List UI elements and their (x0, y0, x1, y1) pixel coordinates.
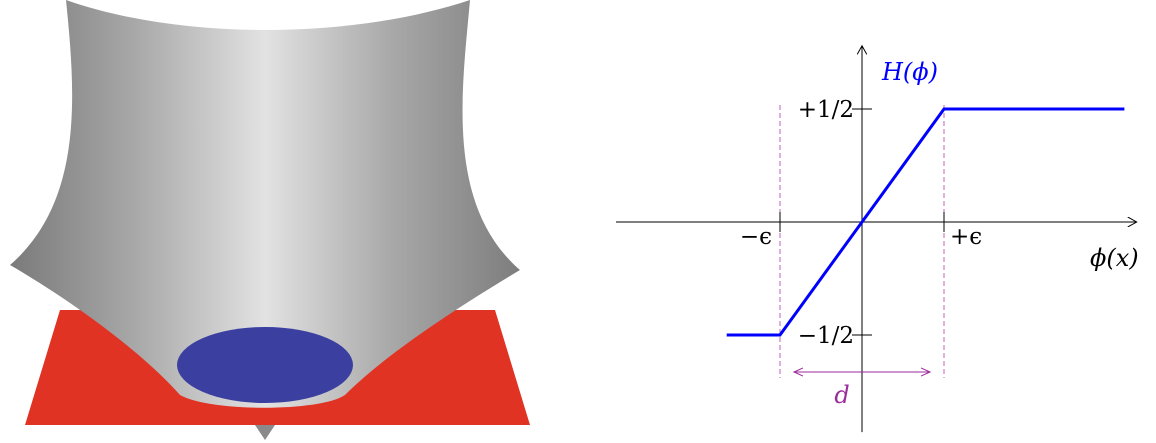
x-tick-label-minus-epsilon: −ϵ (740, 224, 772, 250)
level-set-surface-figure (10, 0, 530, 440)
x-axis-label: ϕ(x) (1090, 244, 1139, 272)
heaviside-function-plot: H(ϕ) ϕ(x) +1/2 −1/2 −ϵ +ϵ d (616, 0, 1139, 433)
y-tick-label-plus-half: +1/2 (798, 97, 854, 123)
curve-label: H(ϕ) (881, 58, 938, 86)
width-label: d (834, 381, 849, 409)
y-tick-label-minus-half: −1/2 (798, 323, 854, 349)
heaviside-curve (726, 107, 1125, 337)
surface-tip (255, 425, 275, 440)
zero-level-set-region (177, 327, 353, 403)
x-tick-label-plus-epsilon: +ϵ (950, 224, 982, 250)
level-set-function-surface (10, 0, 520, 408)
